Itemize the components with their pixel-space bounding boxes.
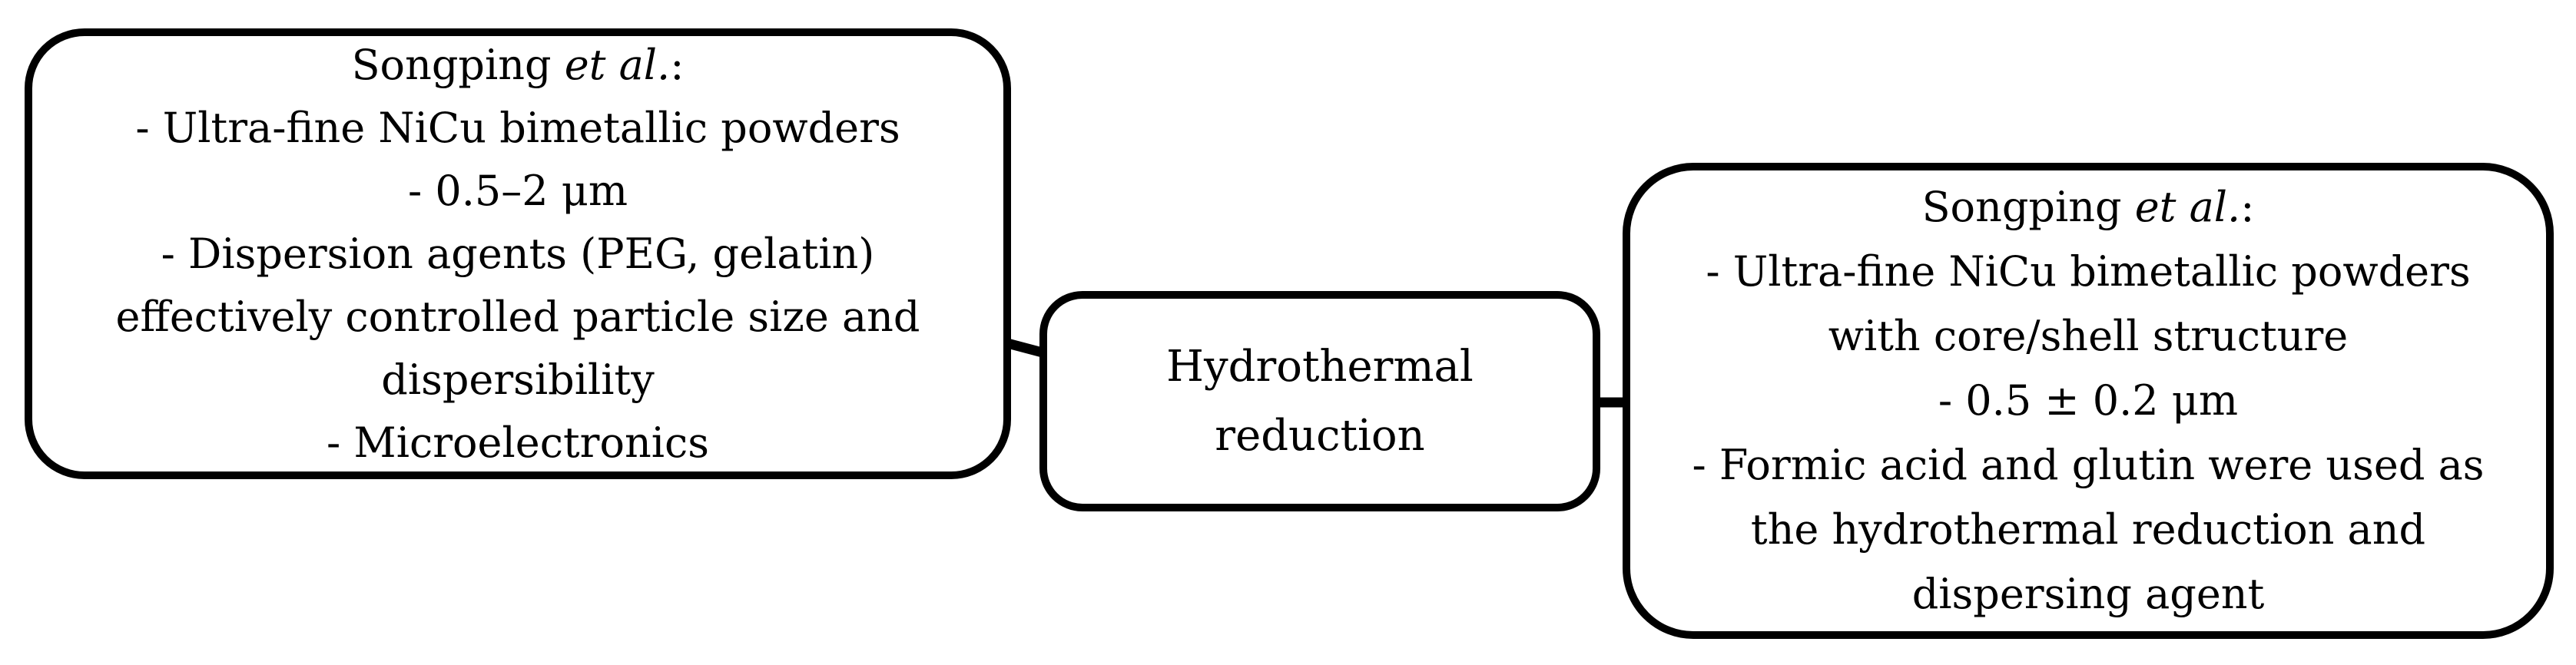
heading-author: Songping: [351, 40, 565, 89]
heading-colon: :: [2240, 183, 2255, 231]
heading-et-al: et al.: [564, 40, 671, 89]
heading-colon: :: [670, 40, 685, 89]
box-right-heading: Songping et al.:: [1915, 175, 2263, 240]
text-line: - Ultra-fine NiCu bimetallic powders: [1706, 247, 2471, 296]
text-line: - Formic acid and glutin were used as: [1692, 441, 2485, 489]
text-line: Hydrothermal: [1166, 341, 1474, 392]
text-line: reduction: [1215, 410, 1425, 461]
box-right-songping-summary: Songping et al.: - Ultra-fine NiCu bimet…: [1623, 163, 2554, 639]
text-line: - 0.5–2 μm: [407, 166, 628, 215]
text-line: - 0.5 ± 0.2 μm: [1938, 376, 2239, 425]
heading-author: Songping: [1921, 183, 2135, 231]
box-left-songping-summary: Songping et al.: - Ultra-fine NiCu bimet…: [25, 28, 1011, 479]
box-left-heading: Songping et al.:: [344, 34, 692, 97]
heading-et-al: et al.: [2134, 183, 2241, 231]
box-hydrothermal-reduction: Hydrothermal reduction: [1039, 291, 1600, 511]
text-line: with core/shell structure: [1828, 312, 2349, 360]
text-line: - Ultra-fine NiCu bimetallic powders: [135, 103, 900, 152]
text-line: the hydrothermal reduction and: [1750, 505, 2426, 554]
text-line: dispersing agent: [1911, 570, 2265, 618]
text-line: - Microelectronics: [327, 418, 709, 467]
text-line: dispersibility: [381, 355, 655, 404]
text-line: effectively controlled particle size and: [115, 292, 920, 341]
text-line: - Dispersion agents (PEG, gelatin): [161, 229, 875, 278]
